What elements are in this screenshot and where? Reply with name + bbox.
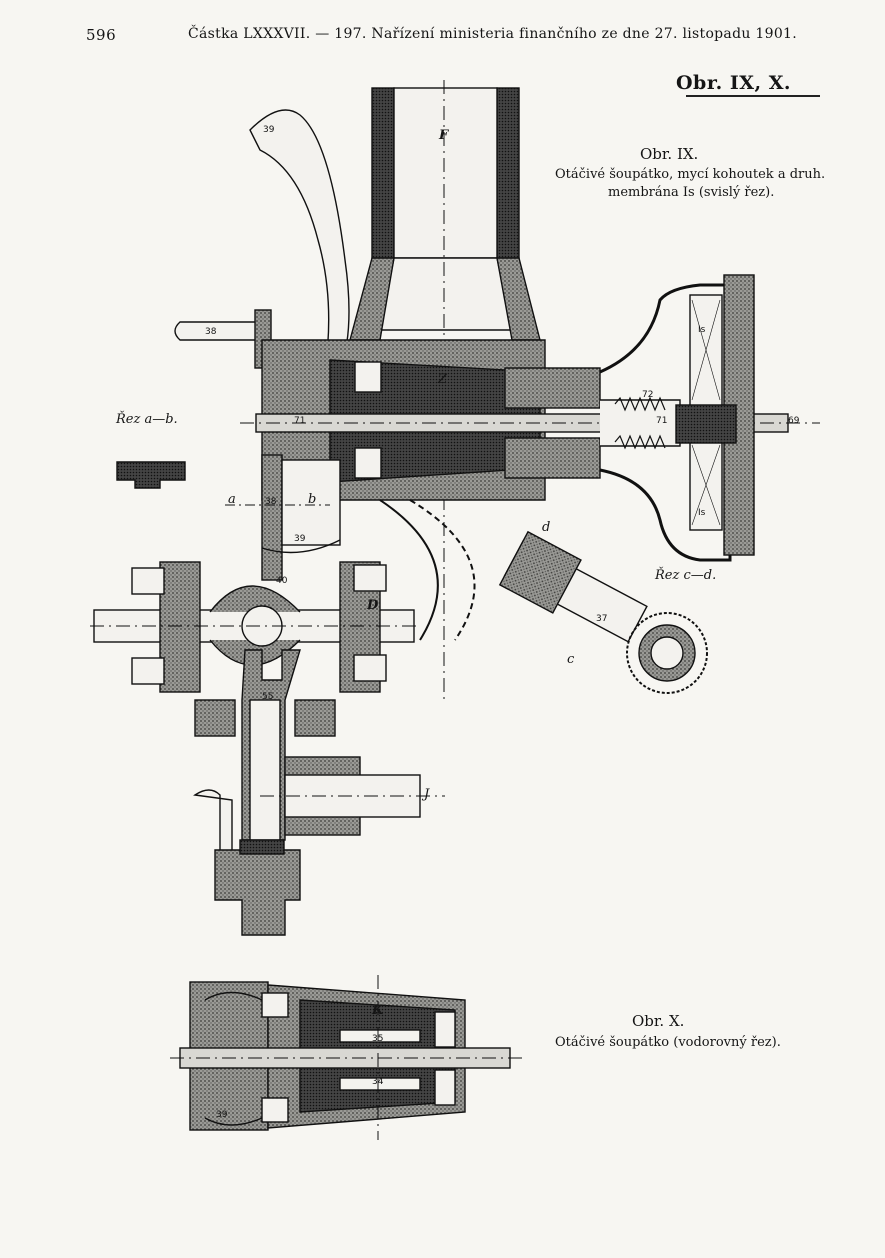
label-D: D	[367, 598, 379, 613]
label-71-right: 71	[656, 416, 668, 426]
figure-heading: Obr. IX, X.	[676, 72, 792, 94]
label-Is-top: Is	[698, 325, 706, 335]
label-Is-bottom: Is	[698, 508, 706, 518]
label-39-side: 39	[294, 534, 306, 544]
section-mark-b: b	[308, 492, 317, 507]
heading-underline	[686, 95, 820, 97]
label-69: 69	[788, 416, 800, 426]
section-mark-a: a	[228, 492, 236, 507]
label-35: 35	[372, 1034, 384, 1044]
label-38-handle: 38	[205, 327, 217, 337]
label-39-fig-x: 39	[216, 1110, 228, 1120]
figure-ix-drawing	[90, 80, 820, 936]
label-72: 72	[642, 390, 654, 400]
running-title: Částka LXXXVII. — 197. Nařízení minister…	[188, 26, 797, 42]
label-Z: Z	[438, 372, 448, 387]
figure-ix-caption-line2: membrána Is (svislý řez).	[608, 185, 775, 200]
label-K: K	[372, 1003, 384, 1018]
figure-ix-caption-line1: Otáčivé šoupátko, mycí kohoutek a druh.	[555, 167, 826, 182]
section-mark-d: d	[542, 520, 551, 535]
label-34: 34	[372, 1077, 384, 1087]
section-mark-c: c	[567, 652, 575, 667]
label-38-section: 38	[265, 497, 277, 507]
figure-x-caption: Otáčivé šoupátko (vodorovný řez).	[555, 1035, 781, 1050]
figure-ix-title: Obr. IX.	[640, 145, 699, 163]
label-39-lever: 39	[263, 125, 275, 135]
label-F: F	[439, 128, 449, 143]
label-55: 55	[262, 692, 274, 702]
section-label-c-d: Řez c—d.	[655, 568, 717, 583]
label-J: J	[424, 787, 430, 802]
label-40: 40	[276, 576, 288, 586]
section-label-a-b: Řez a—b.	[116, 412, 178, 427]
figure-x-drawing	[170, 975, 525, 1140]
label-37: 37	[596, 614, 608, 624]
label-71-left: 71	[294, 416, 306, 426]
figure-x-title: Obr. X.	[632, 1012, 685, 1030]
page-number: 596	[86, 26, 117, 44]
